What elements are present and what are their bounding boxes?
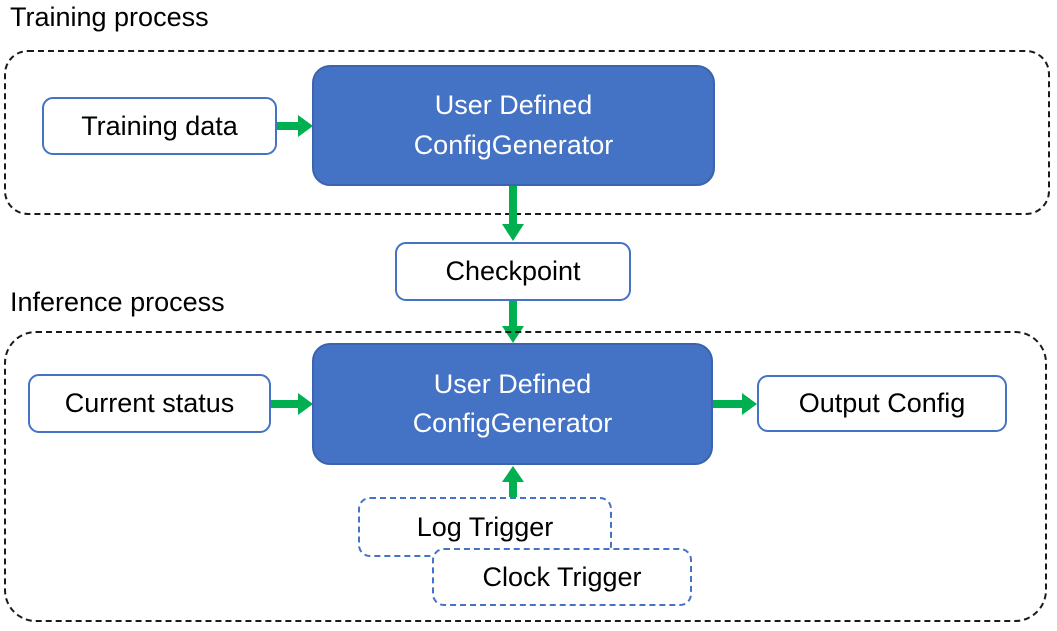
current-status-label: Current status: [64, 388, 235, 418]
arrow-head-icon: [742, 393, 757, 415]
log-trigger-label: Log Trigger: [416, 511, 554, 542]
inference-config-generator-box: User Defined ConfigGenerator: [312, 343, 713, 465]
arrow-shaft: [509, 481, 517, 497]
arrow-trigger-to-generator: [501, 466, 525, 497]
arrow-head-icon: [502, 466, 524, 482]
arrow-current-status-to-generator: [271, 392, 313, 416]
output-config-box: Output Config: [757, 375, 1007, 432]
generator-line1: User Defined: [434, 90, 593, 121]
training-data-label: Training data: [81, 110, 238, 141]
arrow-shaft: [509, 301, 517, 327]
generator-line1: User Defined: [433, 368, 592, 399]
generator-line2: ConfigGenerator: [413, 129, 614, 160]
arrow-checkpoint-to-generator: [501, 301, 525, 343]
arrow-shaft: [271, 400, 299, 408]
generator-line2: ConfigGenerator: [412, 408, 613, 438]
training-process-label: Training process: [10, 2, 209, 32]
arrow-shaft: [713, 400, 743, 408]
checkpoint-box: Checkpoint: [395, 242, 631, 301]
clock-trigger-label: Clock Trigger: [482, 561, 642, 592]
arrow-shaft: [509, 186, 517, 225]
arrow-head-icon: [502, 224, 524, 241]
current-status-box: Current status: [28, 374, 271, 433]
inference-process-label: Inference process: [10, 287, 225, 317]
training-process-container: [4, 50, 1050, 215]
arrow-generator-to-output: [713, 392, 757, 416]
arrow-head-icon: [298, 393, 313, 415]
output-config-label: Output Config: [798, 388, 966, 418]
checkpoint-label: Checkpoint: [445, 256, 581, 286]
training-config-generator-box: User Defined ConfigGenerator: [312, 65, 715, 186]
clock-trigger-box: Clock Trigger: [432, 548, 692, 606]
training-data-box: Training data: [42, 97, 277, 155]
arrow-head-icon: [298, 115, 313, 137]
arrow-head-icon: [502, 326, 524, 343]
arrow-training-data-to-generator: [277, 114, 313, 138]
arrow-generator-to-checkpoint: [501, 186, 525, 241]
inference-process-container: [4, 331, 1047, 622]
arrow-shaft: [277, 122, 299, 130]
